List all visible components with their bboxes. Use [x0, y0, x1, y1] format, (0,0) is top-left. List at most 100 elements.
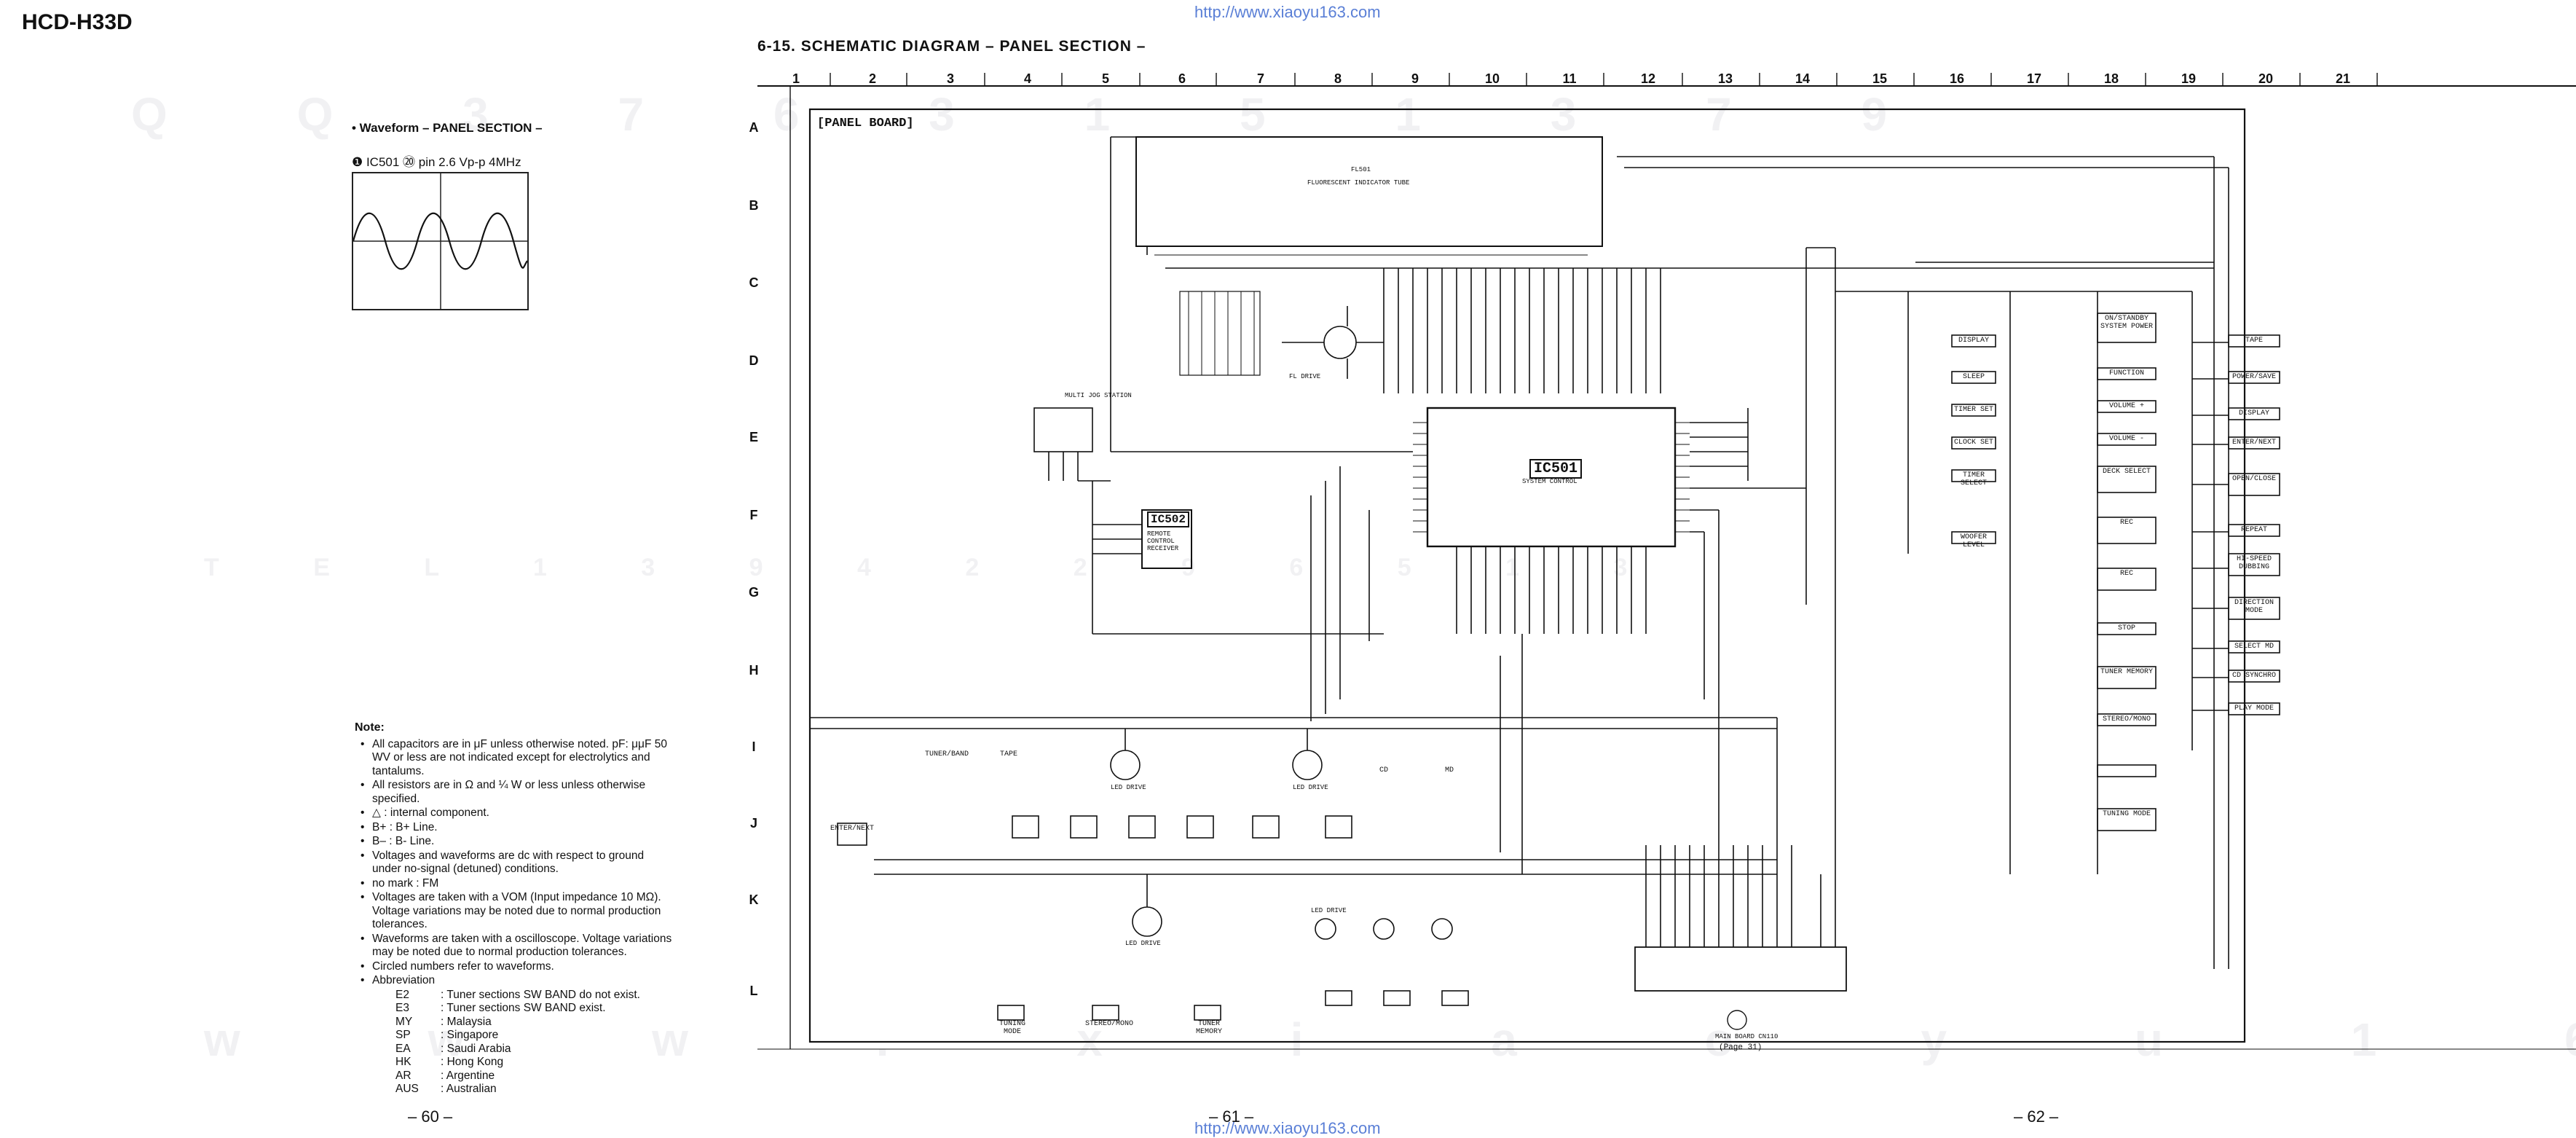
key-stereo-mono-bottom: STEREO/MONO	[1085, 1020, 1134, 1028]
key-timer-set: TIMER SET	[1953, 406, 1993, 414]
grid-column-label: 15	[1872, 71, 1888, 86]
abbreviation-row: MY: Malaysia	[395, 1015, 492, 1028]
grid-column-label: 13	[1717, 71, 1733, 86]
grid-row-label: I	[752, 739, 756, 754]
key-enter-next-bottom: ENTER/NEXT	[830, 825, 875, 833]
model-name: HCD-H33D	[22, 10, 133, 34]
key-rec: REC	[2119, 519, 2133, 527]
watermark-row-3: w w w . x i a o y u 1 6 3 . c o m	[204, 1013, 2576, 1066]
key-tuner-band: TUNER/BAND	[925, 750, 969, 758]
key-deck-select: DECK SELECT	[2102, 468, 2151, 476]
key-hi-speed-dubbing: HI-SPEED DUBBING	[2236, 555, 2272, 571]
note-item: Circled numbers refer to waveforms.	[355, 960, 675, 974]
grid-row-label: A	[749, 120, 759, 135]
note-item: Abbreviation	[355, 974, 675, 988]
note-item: △ : internal component.	[355, 807, 675, 820]
grid-column-label: 9	[1411, 71, 1419, 86]
key-select-md: SELECT MD	[2234, 643, 2274, 651]
abbreviation-row: E3: Tuner sections SW BAND exist.	[395, 1002, 606, 1014]
grid-row-label: B	[749, 198, 759, 213]
key-play-mode: PLAY MODE	[2234, 705, 2274, 713]
key-function: FUNCTION	[2108, 369, 2144, 377]
led-drive-label: LED DRIVE	[1293, 784, 1328, 791]
key-volume-down: VOLUME -	[2108, 435, 2144, 443]
grid-column-label: 14	[1795, 71, 1811, 86]
source-url-bottom[interactable]: http://www.xiaoyu163.com	[1194, 1119, 1381, 1137]
notes-heading: Note:	[355, 721, 385, 734]
page-number-left: – 60 –	[408, 1107, 453, 1126]
key-repeat: REPEAT	[2240, 526, 2267, 534]
note-item: no mark : FM	[355, 877, 675, 891]
notes-block: Note: All capacitors are in μF unless ot…	[355, 721, 675, 1096]
abbreviation-row: EA: Saudi Arabia	[395, 1042, 511, 1055]
watermark-row-1: Q Q 3 7 6 3 1 5 1 3 7 9	[131, 88, 1946, 141]
fl-drive-label: FL DRIVE	[1289, 373, 1321, 380]
led-drive-label: LED DRIVE	[1111, 784, 1146, 791]
key-open-close: OPEN/CLOSE	[2232, 475, 2276, 483]
key-volume-up: VOLUME +	[2108, 402, 2144, 410]
key-direction-mode: DIRECTION MODE	[2234, 599, 2274, 615]
notes-list: All capacitors are in μF unless otherwis…	[355, 738, 675, 988]
grid-row-label: F	[749, 508, 758, 522]
page-number-center: – 61 –	[1209, 1107, 1254, 1126]
note-item: Waveforms are taken with a oscilloscope.…	[355, 933, 675, 960]
note-item: Voltages are taken with a VOM (Input imp…	[355, 891, 675, 932]
ic502-label: IC502	[1147, 511, 1190, 527]
key-tuner-memory: TUNER MEMORY	[2100, 668, 2153, 676]
abbreviation-row: SP: Singapore	[395, 1029, 499, 1041]
fl501-description: FLUORESCENT INDICATOR TUBE	[1307, 179, 1410, 187]
grid-row-label: D	[749, 353, 759, 368]
key-stop: STOP	[2117, 624, 2135, 632]
grid-column-label: 10	[1484, 71, 1500, 86]
key-woofer-level: WOOFER LEVEL	[1960, 533, 1987, 549]
grid-column-label: 12	[1640, 71, 1656, 86]
grid-column-label: 18	[2103, 71, 2119, 86]
key-power: ON/STANDBY SYSTEM POWER	[2100, 315, 2153, 331]
board-label: [PANEL BOARD]	[817, 117, 914, 130]
abbreviation-row: AUS: Australian	[395, 1083, 497, 1095]
fl501-label: FL501	[1351, 166, 1371, 173]
main-board-page: (Page 31)	[1719, 1043, 1762, 1052]
note-item: B– : B- Line.	[355, 835, 675, 849]
key-tuning-mode: TUNING MODE	[2102, 810, 2151, 818]
key-display-2: DISPLAY	[2238, 409, 2269, 417]
grid-row-label: K	[749, 892, 759, 907]
abbreviation-row: E2: Tuner sections SW BAND do not exist.	[395, 988, 640, 1001]
grid-column-label: 17	[2026, 71, 2042, 86]
grid-column-label: 7	[1256, 71, 1264, 86]
led-drive-label: LED DRIVE	[1311, 907, 1347, 914]
key-timer-select: TIMER SELECT	[1960, 471, 1987, 487]
abbreviation-row: AR: Argentine	[395, 1069, 495, 1082]
grid-row-label: E	[749, 430, 758, 444]
grid-column-label: 16	[1949, 71, 1965, 86]
key-cd: CD	[1379, 766, 1388, 774]
grid-row-label: J	[749, 816, 757, 831]
key-rec-2: REC	[2119, 570, 2133, 578]
ic501-description: SYSTEM CONTROL	[1522, 478, 1577, 485]
page-number-right: – 62 –	[2014, 1107, 2059, 1126]
waveform-caption: ❶ IC501 ⑳ pin 2.6 Vp-p 4MHz	[352, 155, 521, 169]
grid-column-label: 20	[2258, 71, 2274, 86]
key-display: DISPLAY	[1958, 337, 1989, 345]
main-board-label: MAIN BOARD CN110	[1715, 1033, 1779, 1040]
ic501-label: IC501	[1529, 459, 1583, 479]
grid-row-label: H	[749, 663, 759, 678]
grid-row-label: G	[748, 585, 759, 600]
note-item: All capacitors are in μF unless otherwis…	[355, 738, 675, 779]
key-cd-synchro: CD SYNCHRO	[2232, 672, 2276, 680]
waveform-graph	[352, 173, 528, 309]
source-url-top[interactable]: http://www.xiaoyu163.com	[1194, 3, 1381, 21]
grid-column-label: 11	[1562, 71, 1577, 86]
section-title: 6-15. SCHEMATIC DIAGRAM – PANEL SECTION …	[757, 38, 1146, 55]
abbreviation-list: E2: Tuner sections SW BAND do not exist.…	[355, 989, 675, 1096]
note-item: B+ : B+ Line.	[355, 821, 675, 835]
grid-column-label: 19	[2181, 71, 2197, 86]
grid-column-label: 6	[1178, 71, 1186, 86]
abbreviation-row: HK: Hong Kong	[395, 1056, 504, 1068]
key-tape-bottom: TAPE	[999, 750, 1017, 758]
grid-column-label: 8	[1334, 71, 1342, 86]
grid-column-label: 2	[868, 71, 876, 86]
key-md: MD	[1444, 766, 1454, 774]
watermark-row-2: T E L 1 3 9 4 2 2 9 6 5 1 3	[204, 554, 1671, 581]
